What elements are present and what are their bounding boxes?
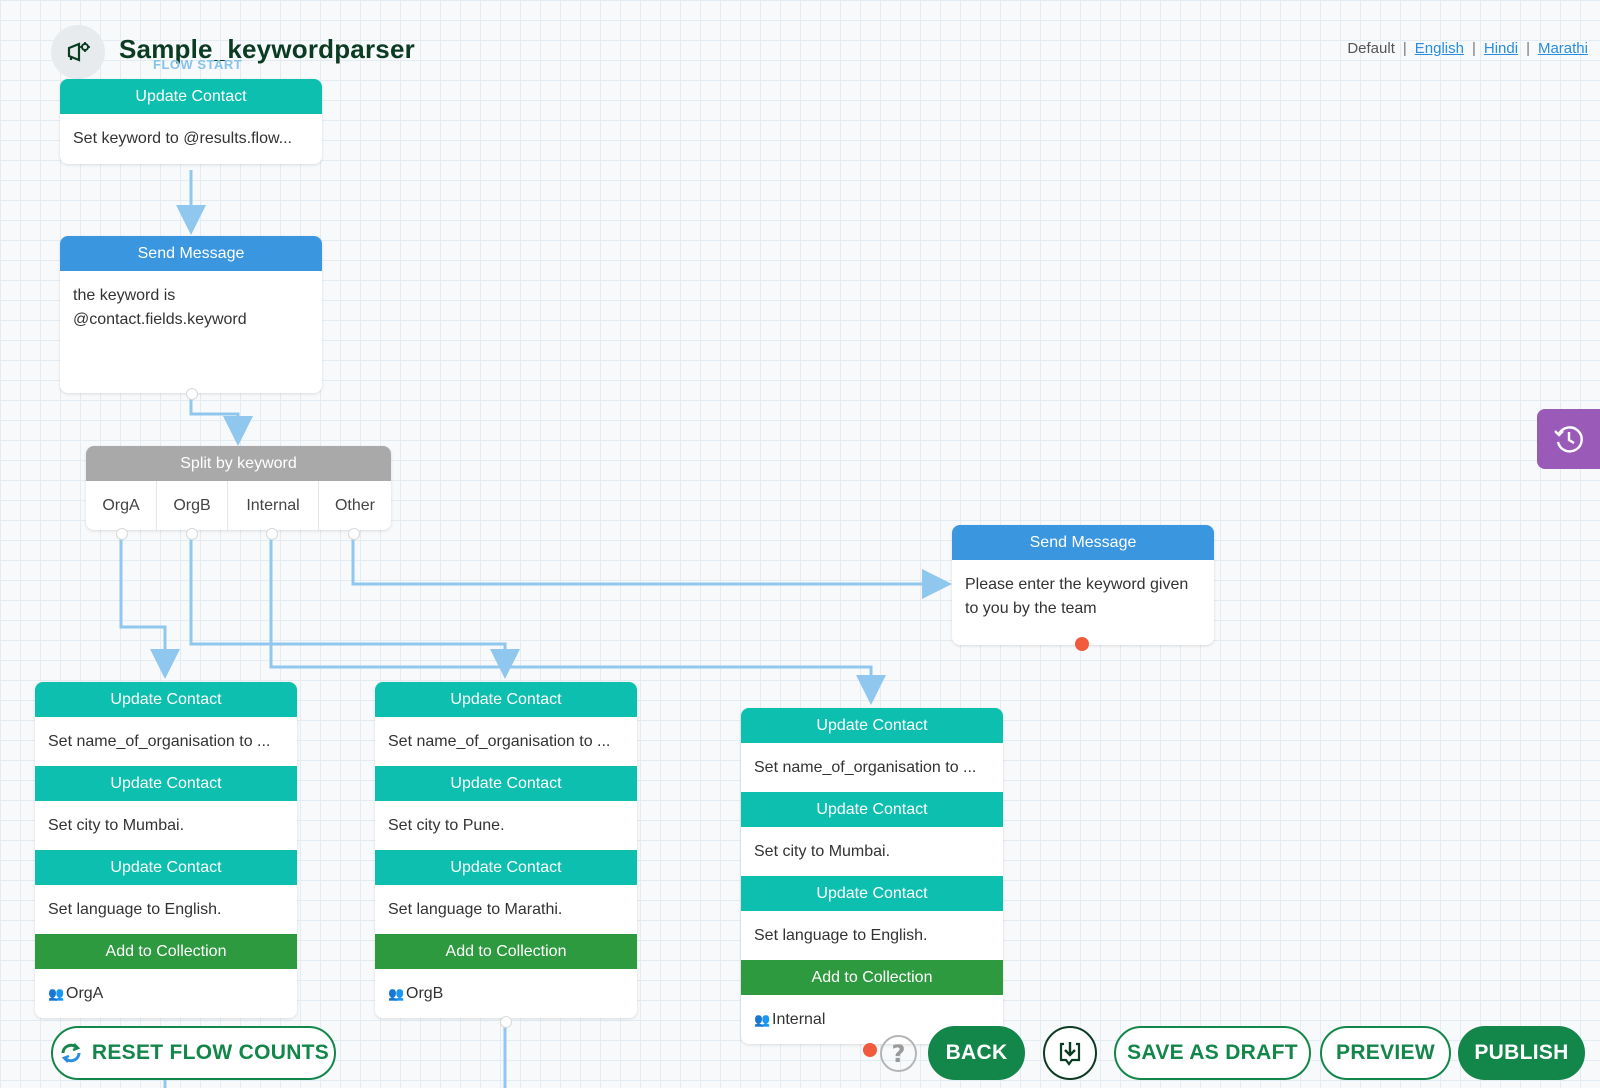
node-header: Split by keyword bbox=[86, 446, 391, 481]
case-other[interactable]: Other bbox=[334, 497, 375, 514]
download-icon[interactable] bbox=[1043, 1026, 1097, 1080]
wire-other bbox=[351, 536, 952, 599]
collection-row: 👥Internal bbox=[741, 995, 1003, 1044]
wire-internal bbox=[269, 536, 886, 705]
node-header: Update Contact bbox=[375, 766, 637, 801]
collection-name: OrgB bbox=[406, 985, 444, 1002]
exit-port[interactable] bbox=[348, 528, 360, 540]
refresh-icon bbox=[61, 1043, 81, 1063]
node-header: Update Contact bbox=[35, 766, 297, 801]
group-icon: 👥 bbox=[754, 1012, 771, 1027]
unconnected-exit-dot[interactable] bbox=[1075, 637, 1089, 651]
collection-row: 👥OrgB bbox=[375, 969, 637, 1018]
language-separator: | bbox=[1471, 40, 1476, 57]
node-header: Update Contact bbox=[35, 850, 297, 885]
node-update-contact-start[interactable]: Update Contact Set keyword to @results.f… bbox=[60, 79, 322, 164]
wire-orgb bbox=[189, 536, 520, 679]
node-send-message[interactable]: Send Message the keyword is @contact.fie… bbox=[60, 236, 322, 393]
node-header: Add to Collection bbox=[741, 960, 1003, 995]
exit-port[interactable] bbox=[186, 528, 198, 540]
node-header: Add to Collection bbox=[375, 934, 637, 969]
node-body: Set keyword to @results.flow... bbox=[73, 130, 292, 147]
node-actions-orga[interactable]: Update Contact Set name_of_organisation … bbox=[35, 682, 297, 1018]
wire-orga bbox=[119, 536, 180, 679]
collection-row: 👥OrgA bbox=[35, 969, 297, 1018]
node-header: Send Message bbox=[60, 236, 322, 271]
history-icon bbox=[1553, 426, 1583, 453]
collection-name: OrgA bbox=[66, 985, 104, 1002]
language-english[interactable]: English bbox=[1414, 40, 1464, 57]
language-marathi[interactable]: Marathi bbox=[1537, 40, 1588, 57]
node-actions-internal[interactable]: Update Contact Set name_of_organisation … bbox=[741, 708, 1003, 1044]
split-cases: OrgA OrgB Internal Other bbox=[86, 481, 391, 530]
language-default[interactable]: Default bbox=[1347, 40, 1395, 57]
revision-history-tab[interactable] bbox=[1537, 409, 1600, 469]
exit-port[interactable] bbox=[266, 528, 278, 540]
language-selector: Default | English | Hindi | Marathi bbox=[1347, 40, 1588, 57]
node-split-by-keyword[interactable]: Split by keyword OrgA OrgB Internal Othe… bbox=[86, 446, 391, 530]
case-orga[interactable]: OrgA bbox=[86, 481, 157, 530]
node-header: Update Contact bbox=[375, 682, 637, 717]
collection-name: Internal bbox=[772, 1011, 826, 1028]
save-as-draft-button[interactable]: SAVE AS DRAFT bbox=[1114, 1026, 1311, 1080]
flow-icon bbox=[51, 25, 105, 79]
group-icon: 👥 bbox=[388, 986, 405, 1001]
node-header: Update Contact bbox=[741, 792, 1003, 827]
node-body: Set language to English. bbox=[48, 901, 222, 918]
case-internal[interactable]: Internal bbox=[228, 481, 319, 530]
node-header: Update Contact bbox=[375, 850, 637, 885]
node-header: Send Message bbox=[952, 525, 1214, 560]
flow-title: Sample_keywordparser bbox=[119, 34, 415, 64]
preview-button[interactable]: PREVIEW bbox=[1320, 1026, 1451, 1080]
case-orgb[interactable]: OrgB bbox=[157, 481, 228, 530]
node-body: Set name_of_organisation to ... bbox=[754, 759, 977, 776]
language-separator: | bbox=[1526, 40, 1530, 57]
node-body: Please enter the keyword given to you by… bbox=[965, 576, 1189, 617]
language-separator: | bbox=[1402, 40, 1407, 57]
node-header: Update Contact bbox=[741, 708, 1003, 743]
node-header: Add to Collection bbox=[35, 934, 297, 969]
exit-port[interactable] bbox=[186, 388, 198, 400]
help-icon[interactable]: ? bbox=[880, 1035, 917, 1072]
node-body: Set name_of_organisation to ... bbox=[48, 733, 271, 750]
exit-port[interactable] bbox=[116, 528, 128, 540]
node-body: Set name_of_organisation to ... bbox=[388, 733, 611, 750]
notification-dot bbox=[863, 1043, 877, 1057]
language-hindi[interactable]: Hindi bbox=[1483, 40, 1519, 57]
exit-port[interactable] bbox=[500, 1016, 512, 1028]
node-body: Set city to Mumbai. bbox=[754, 843, 891, 860]
group-icon: 👥 bbox=[48, 986, 65, 1001]
reset-flow-counts-label: RESET FLOW COUNTS bbox=[91, 1041, 330, 1064]
node-body: Set city to Pune. bbox=[388, 817, 505, 834]
node-header: Update Contact bbox=[741, 876, 1003, 911]
node-body: Set city to Mumbai. bbox=[48, 817, 185, 834]
node-body: Set language to Marathi. bbox=[388, 901, 563, 918]
node-send-message-other[interactable]: Send Message Please enter the keyword gi… bbox=[952, 525, 1214, 645]
node-body: Set language to English. bbox=[754, 927, 928, 944]
node-header: Update Contact bbox=[60, 79, 322, 114]
node-header: Update Contact bbox=[35, 682, 297, 717]
publish-button[interactable]: PUBLISH bbox=[1458, 1026, 1585, 1080]
flow-start-label: FLOW START bbox=[153, 57, 243, 72]
node-body: the keyword is @contact.fields.keyword bbox=[73, 287, 247, 328]
back-button[interactable]: BACK bbox=[928, 1026, 1025, 1080]
reset-flow-counts-button[interactable]: RESET FLOW COUNTS bbox=[51, 1026, 336, 1080]
wire-send-to-split bbox=[189, 397, 253, 446]
node-actions-orgb[interactable]: Update Contact Set name_of_organisation … bbox=[375, 682, 637, 1018]
